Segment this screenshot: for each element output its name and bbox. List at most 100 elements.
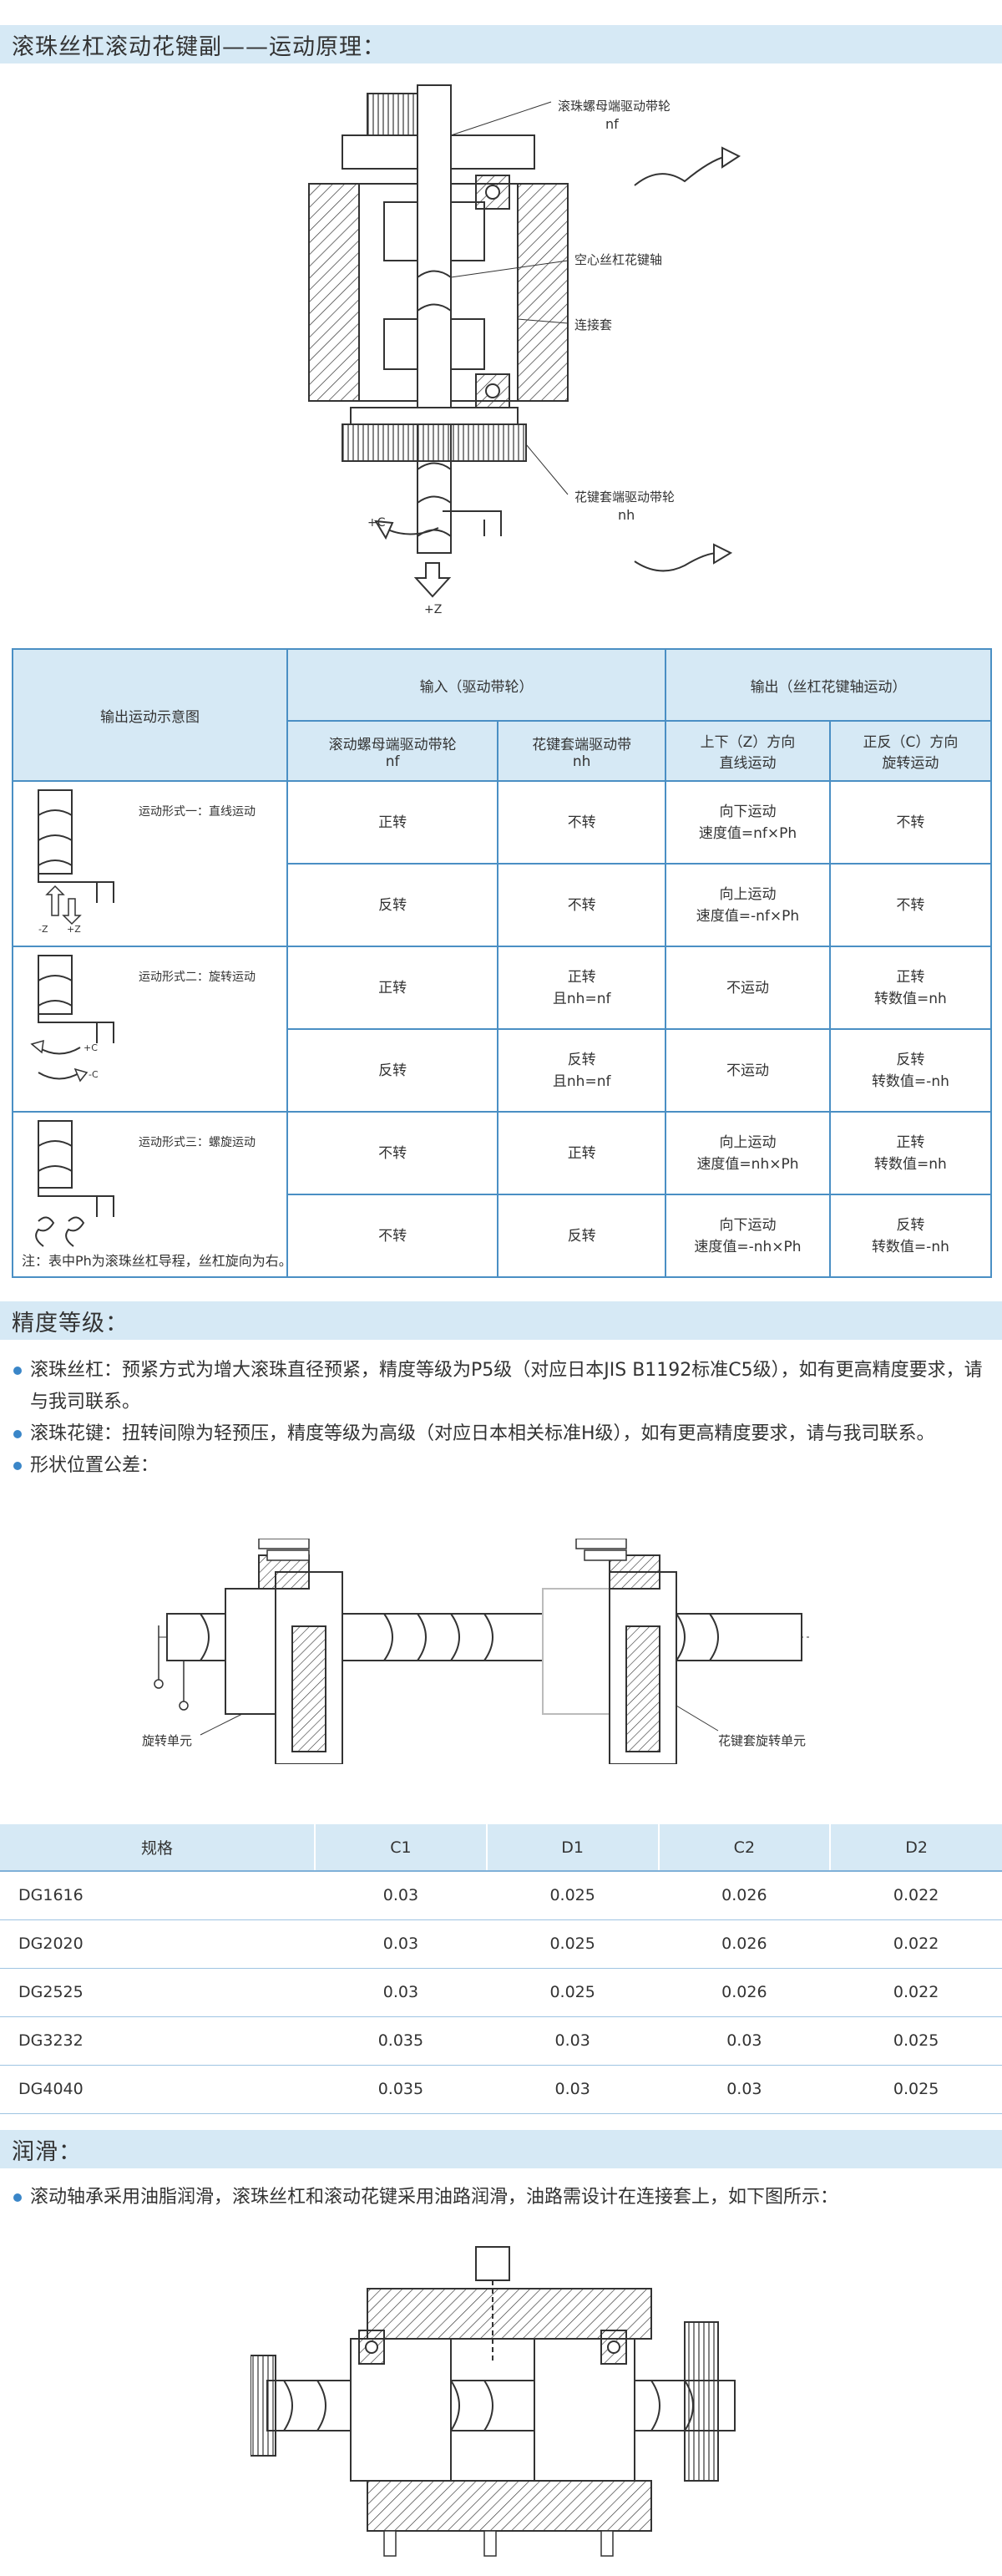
cell-nut: 不转 (286, 1194, 499, 1278)
table-row: 运动形式三：螺旋运动 不转 正转 向上运动速度值=nh×Ph 正转转数值=nh (12, 1111, 993, 1278)
cell-spline: 反转 (497, 1194, 667, 1278)
cell-linear: 向下运动速度值=nf×Ph (665, 780, 831, 865)
tolerance-diagram: 滚珠螺母旋转单元 花键套旋转单元 (142, 1539, 810, 1764)
cell-linear: 不运动 (665, 946, 831, 1030)
cell-spline: 不转 (497, 863, 667, 947)
th-spec: 规格 (0, 1824, 316, 1872)
list-item: 形状位置公差： (12, 1450, 989, 1482)
lubrication-list: 滚动轴承采用油脂润滑，滚珠丝杠和滚动花键采用油路润滑，油路需设计在连接套上，如下… (12, 2182, 989, 2213)
cell-rot: 不转 (828, 780, 993, 865)
label-spline-unit: 花键套旋转单元 (718, 1733, 806, 1748)
cell: DG1616 (0, 1871, 316, 1920)
form1-label: 运动形式一：直线运动 (139, 804, 256, 819)
cell-linear: 向上运动速度值=-nf×Ph (665, 863, 831, 947)
cell-nut: 不转 (286, 1111, 499, 1195)
cell: 0.022 (830, 1871, 1002, 1920)
label-nut-unit: 滚珠螺母旋转单元 (142, 1733, 192, 1748)
section-title-bar: 润滑： (0, 2130, 1002, 2168)
table-row: 反转 不转 向上运动速度值=-nf×Ph 不转 (13, 863, 993, 947)
group-output-header: 输出（丝杠花键轴运动） (665, 648, 992, 722)
section-title: 精度等级： (12, 1310, 129, 1336)
sub-linear-header: 上下（Z）方向直线运动 (665, 720, 831, 782)
form3-diagram: 运动形式三：螺旋运动 (35, 1120, 256, 1247)
th-c2: C2 (658, 1824, 832, 1872)
axis-plus-c: +C (84, 1042, 98, 1053)
list-item: 滚动轴承采用油脂润滑，滚珠丝杠和滚动花键采用油路润滑，油路需设计在连接套上，如下… (12, 2182, 989, 2213)
table-row: -Z +Z 运动形式一：直线运动 正转 不转 向下运动速度值=nf×Ph 不转 (12, 780, 993, 947)
form1-diagram: -Z +Z 运动形式一：直线运动 (38, 789, 256, 935)
precision-list: 滚珠丝杠：预紧方式为增大滚珠直径预紧，精度等级为P5级（对应日本JIS B119… (12, 1355, 989, 1482)
cell: 0.03 (486, 2065, 659, 2114)
label-shaft: 空心丝杠花键轴 (574, 252, 662, 267)
table-row: DG2020 0.03 0.025 0.026 0.022 (0, 1919, 1002, 1969)
cell: 0.03 (658, 2016, 831, 2066)
col-diagram-header: 输出运动示意图 (12, 648, 288, 782)
cell: 0.026 (658, 1919, 831, 1969)
cell: 0.03 (315, 1871, 487, 1920)
form2-label: 运动形式二：旋转运动 (139, 971, 256, 984)
cell: DG3232 (0, 2016, 316, 2066)
cell: 0.025 (486, 1968, 659, 2017)
cell-nut: 反转 (286, 863, 499, 947)
section-title: 润滑： (12, 2138, 82, 2165)
form2-diagram: +C -C 运动形式二：旋转运动 (30, 955, 256, 1083)
label-sleeve: 连接套 (574, 317, 612, 332)
th-d2: D2 (830, 1824, 1002, 1872)
cell-linear: 向上运动速度值=nh×Ph (665, 1111, 831, 1195)
cell-nut: 正转 (286, 946, 499, 1030)
cell-rot: 正转转数值=nh (828, 946, 993, 1030)
cell: 0.03 (315, 1968, 487, 2017)
form2-cell: +C -C 运动形式二：旋转运动 (12, 946, 288, 1113)
th-c1: C1 (315, 1824, 488, 1872)
table-row: DG2525 0.03 0.025 0.026 0.022 (0, 1968, 1002, 2017)
cell-nut: 反转 (286, 1028, 499, 1113)
section-title: 滚珠丝杠滚动花键副——运动原理： (12, 33, 386, 60)
section-title-bar: 精度等级： (0, 1301, 1002, 1340)
cell: 0.022 (830, 1968, 1002, 2017)
cell: 0.025 (486, 1919, 659, 1969)
list-item: 滚珠丝杠：预紧方式为增大滚珠直径预紧，精度等级为P5级（对应日本JIS B119… (12, 1355, 989, 1418)
cell-nut: 正转 (286, 780, 499, 865)
list-item: 滚珠花键：扭转间隙为轻预压，精度等级为高级（对应日本相关标准H级），如有更高精度… (12, 1418, 989, 1450)
cell: 0.035 (315, 2065, 487, 2114)
form1-cell: -Z +Z 运动形式一：直线运动 (12, 780, 288, 947)
cell-spline: 反转且nh=nf (497, 1028, 667, 1113)
cell-spline: 正转且nh=nf (497, 946, 667, 1030)
sub-rot-header: 正反（C）方向旋转运动 (828, 720, 993, 782)
th-d1: D1 (486, 1824, 660, 1872)
label-spline-pulley: 花键套端驱动带轮 (574, 489, 675, 505)
cell-rot: 正转转数值=nh (828, 1111, 993, 1195)
cell: 0.025 (830, 2065, 1002, 2114)
cell-rot: 不转 (828, 863, 993, 947)
label-nut-pulley: 滚珠螺母端驱动带轮 (558, 99, 671, 114)
table-row: DG1616 0.03 0.025 0.026 0.022 (0, 1871, 1002, 1920)
lubrication-diagram (250, 2246, 736, 2557)
section-title-bar: 滚珠丝杠滚动花键副——运动原理： (0, 25, 1002, 63)
cell: 0.03 (486, 2016, 659, 2066)
cell: 0.03 (658, 2065, 831, 2114)
table-row: DG3232 0.035 0.03 0.03 0.025 (0, 2016, 1002, 2066)
cell: DG2525 (0, 1968, 316, 2017)
label-plus-c: +C (367, 516, 386, 530)
cell-linear: 不运动 (665, 1028, 831, 1113)
label-nh: nh (618, 507, 635, 523)
cell: 0.03 (315, 1919, 487, 1969)
cell: 0.025 (486, 1871, 659, 1920)
cell: 0.026 (658, 1968, 831, 2017)
cell-linear: 向下运动速度值=-nh×Ph (665, 1194, 831, 1278)
cell: 0.022 (830, 1919, 1002, 1969)
motion-principle-diagram: 滚珠螺母端驱动带轮 nf 空心丝杠花键轴 连接套 花键套端驱动带轮 nh +C … (308, 84, 741, 616)
table-row: DG4040 0.035 0.03 0.03 0.025 (0, 2065, 1002, 2114)
axis-minus-c: -C (89, 1069, 99, 1080)
table-row: 反转 反转且nh=nf 不运动 反转转数值=-nh (13, 1028, 993, 1113)
axis-plus-z: +Z (67, 924, 81, 935)
cell-spline: 正转 (497, 1111, 667, 1195)
axis-minus-z: -Z (38, 924, 48, 935)
cell-rot: 反转转数值=-nh (828, 1028, 993, 1113)
form3-cell: 运动形式三：螺旋运动 (12, 1111, 288, 1278)
cell-spline: 不转 (497, 780, 667, 865)
form3-label: 运动形式三：螺旋运动 (139, 1136, 256, 1149)
